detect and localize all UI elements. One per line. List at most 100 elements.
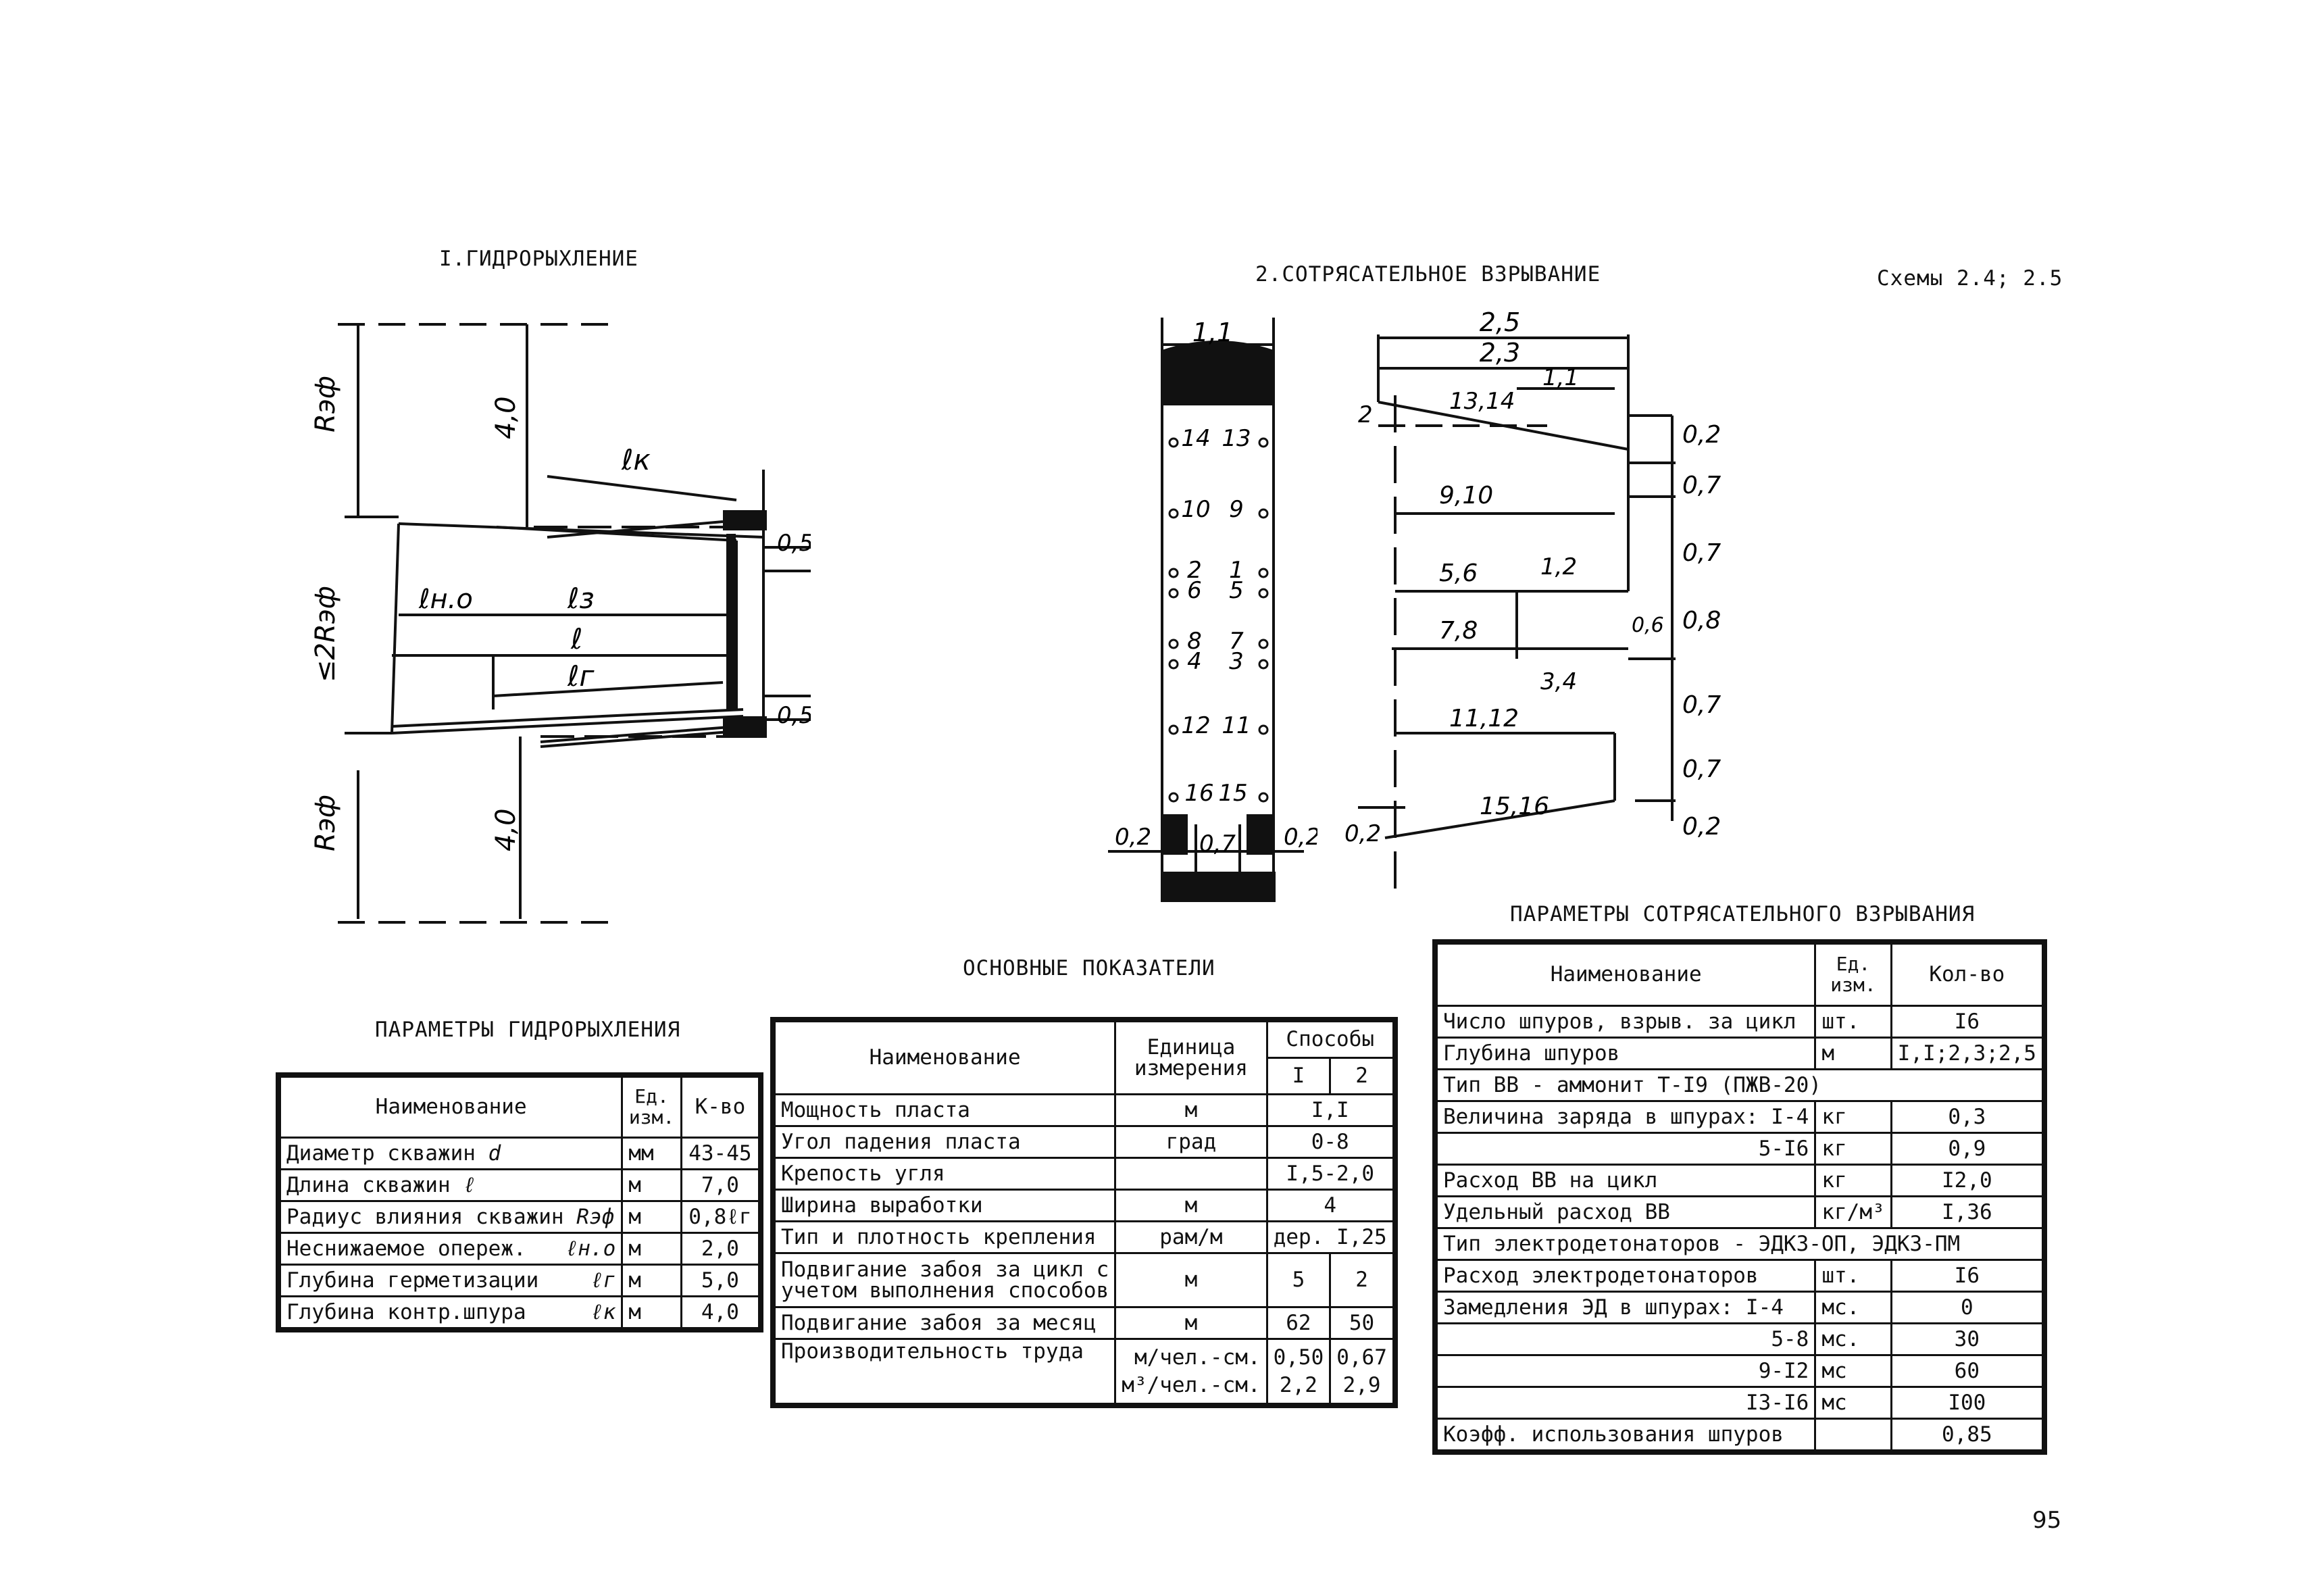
front-bottom-mid-label: 0,7 xyxy=(1199,830,1236,857)
group-1314-label: 13,14 xyxy=(1449,388,1515,415)
dim-12-label: 1,2 xyxy=(1540,553,1577,580)
page-number: 95 xyxy=(2032,1507,2062,1534)
row-unit: м xyxy=(621,1264,682,1297)
depth-bottom-label: 4,0 xyxy=(491,808,522,851)
header-method-2: 2 xyxy=(1329,1057,1394,1095)
row-unit: мс. xyxy=(1814,1322,1892,1356)
dim-34-label: 3,4 xyxy=(1540,668,1577,695)
header-name: Наименование xyxy=(773,1020,1117,1095)
row-value: 0,9 xyxy=(1890,1132,2044,1166)
hole-label: 11 xyxy=(1222,712,1251,739)
row-name: 5-8 xyxy=(1435,1322,1817,1356)
row-name: Глубина контр.шпура xyxy=(286,1299,526,1324)
row-name: Подвигание забоя за месяц xyxy=(773,1306,1117,1340)
header-qty: К-во xyxy=(680,1076,761,1139)
row-value: 4 xyxy=(1265,1189,1394,1222)
row-value: 0 xyxy=(1890,1291,2044,1324)
row-name: Число шпуров, взрыв. за цикл xyxy=(1435,1005,1817,1039)
right-dim-label: 0,7 xyxy=(1682,539,1721,567)
row-value-1: 5 xyxy=(1265,1252,1332,1308)
row-symbol: ℓн.о xyxy=(565,1236,616,1261)
dim-11-label: 1,1 xyxy=(1542,364,1579,391)
row-symbol: d xyxy=(488,1141,501,1166)
table-row: Производительность труда м/чел.-см.м³/че… xyxy=(773,1338,1394,1405)
hole-label: 16 xyxy=(1184,780,1213,807)
row-name: Тип ВВ - аммонит Т-I9 (ПЖВ-20) xyxy=(1436,1068,2044,1102)
row-name: Расход ВВ на цикл xyxy=(1435,1164,1817,1197)
row-unit-2: м³/чел.-см. xyxy=(1122,1372,1261,1397)
dim-02-left-label: 0,2 xyxy=(1344,820,1381,847)
row-value: 43-45 xyxy=(680,1137,761,1170)
row-name: Угол падения пласта xyxy=(773,1125,1117,1159)
lk-label: ℓк xyxy=(621,443,651,476)
row-name-line1: Подвигание забоя за цикл с xyxy=(781,1257,1109,1282)
row-value: 60 xyxy=(1890,1354,2044,1388)
group-1112-label: 11,12 xyxy=(1449,705,1519,732)
header-method-1: I xyxy=(1265,1057,1332,1095)
row-name: Глубина герметизации xyxy=(286,1268,539,1293)
dim-bottom-label: 0,5 xyxy=(777,702,811,729)
hole-label: 7 xyxy=(1229,628,1244,655)
right-dim-label: 0,7 xyxy=(1682,472,1721,499)
row-value-1b: 2,2 xyxy=(1279,1372,1317,1397)
header-unit: Единица измерения xyxy=(1114,1020,1268,1095)
right-dim-label: 0,2 xyxy=(1682,421,1721,449)
dim-top-label: 0,5 xyxy=(777,530,811,557)
blast-front-diagram: 1,1 14 13 10 9 2 1 6 5 8 7 4 3 12 11 16 … xyxy=(1108,318,1317,902)
row-unit: м xyxy=(621,1295,682,1329)
group-910-label: 9,10 xyxy=(1439,482,1493,509)
table-row: Глубина герметизации ℓг м 5,0 xyxy=(278,1264,761,1297)
row-value: 0-8 xyxy=(1265,1125,1394,1159)
hole-label: 3 xyxy=(1229,648,1244,675)
row-name: Производительность труда xyxy=(773,1338,1117,1405)
dim-23-label: 2,3 xyxy=(1480,338,1520,368)
row-unit: м xyxy=(1114,1252,1268,1308)
l-label: ℓ xyxy=(570,622,582,655)
row-name: Неснижаемое опереж. xyxy=(286,1236,526,1261)
row-name: Ширина выработки xyxy=(773,1189,1117,1222)
blast-side-diagram: 2,5 2,3 1,1 2 13,14 9,10 5,6 1,2 0,6 7,8… xyxy=(1344,307,1721,902)
row-value: 4,0 xyxy=(680,1295,761,1329)
row-value: 2,0 xyxy=(680,1232,761,1266)
hole-label: 1 xyxy=(1229,557,1244,584)
hydro-table-title: ПАРАМЕТРЫ ГИДРОРЫХЛЕНИЯ xyxy=(375,1018,681,1042)
lno-label: ℓн.о xyxy=(418,584,473,615)
right-dim-label: 0,7 xyxy=(1682,755,1721,783)
lg-label: ℓг xyxy=(567,659,595,693)
hole-label: 5 xyxy=(1229,577,1244,604)
front-width-label: 1,1 xyxy=(1192,318,1233,347)
front-bottom-right-label: 0,2 xyxy=(1284,824,1317,851)
hole-label: 10 xyxy=(1181,496,1210,523)
range-label: ≤2Rэф xyxy=(310,586,341,682)
hole-label: 2 xyxy=(1187,557,1202,584)
depth-top-label: 4,0 xyxy=(491,396,522,439)
row-unit: мс xyxy=(1814,1354,1892,1388)
lz-label: ℓз xyxy=(567,582,595,615)
blast-params-table: Наименование Ед. изм. Кол-во Число шпуро… xyxy=(1432,939,2047,1455)
right-dim-label: 0,8 xyxy=(1682,607,1721,634)
header-methods: Способы xyxy=(1265,1020,1394,1059)
row-value-2b: 2,9 xyxy=(1342,1372,1381,1397)
dim-25-label: 2,5 xyxy=(1480,307,1520,337)
row-unit: м xyxy=(621,1200,682,1234)
row-unit: м xyxy=(1114,1189,1268,1222)
row-unit: кг xyxy=(1814,1164,1892,1197)
hydro-diagram: Rэф 4,0 ℓк 0,5 ≤2Rэф ℓн.о ℓз ℓ ℓг 0,5 Rэ… xyxy=(310,323,811,924)
row-symbol: ℓ xyxy=(463,1172,476,1197)
front-bottom-left-label: 0,2 xyxy=(1115,824,1151,851)
row-name: Мощность пласта xyxy=(773,1093,1117,1127)
header-unit: Ед. изм. xyxy=(1814,943,1892,1007)
row-unit xyxy=(1114,1157,1268,1191)
row-unit: шт. xyxy=(1814,1005,1892,1039)
row-name: Тип и плотность крепления xyxy=(773,1220,1117,1254)
table-row: Длина скважин ℓ м 7,0 xyxy=(278,1168,761,1202)
row-name: 5-I6 xyxy=(1435,1132,1817,1166)
right-dim-label: 0,2 xyxy=(1682,813,1721,841)
